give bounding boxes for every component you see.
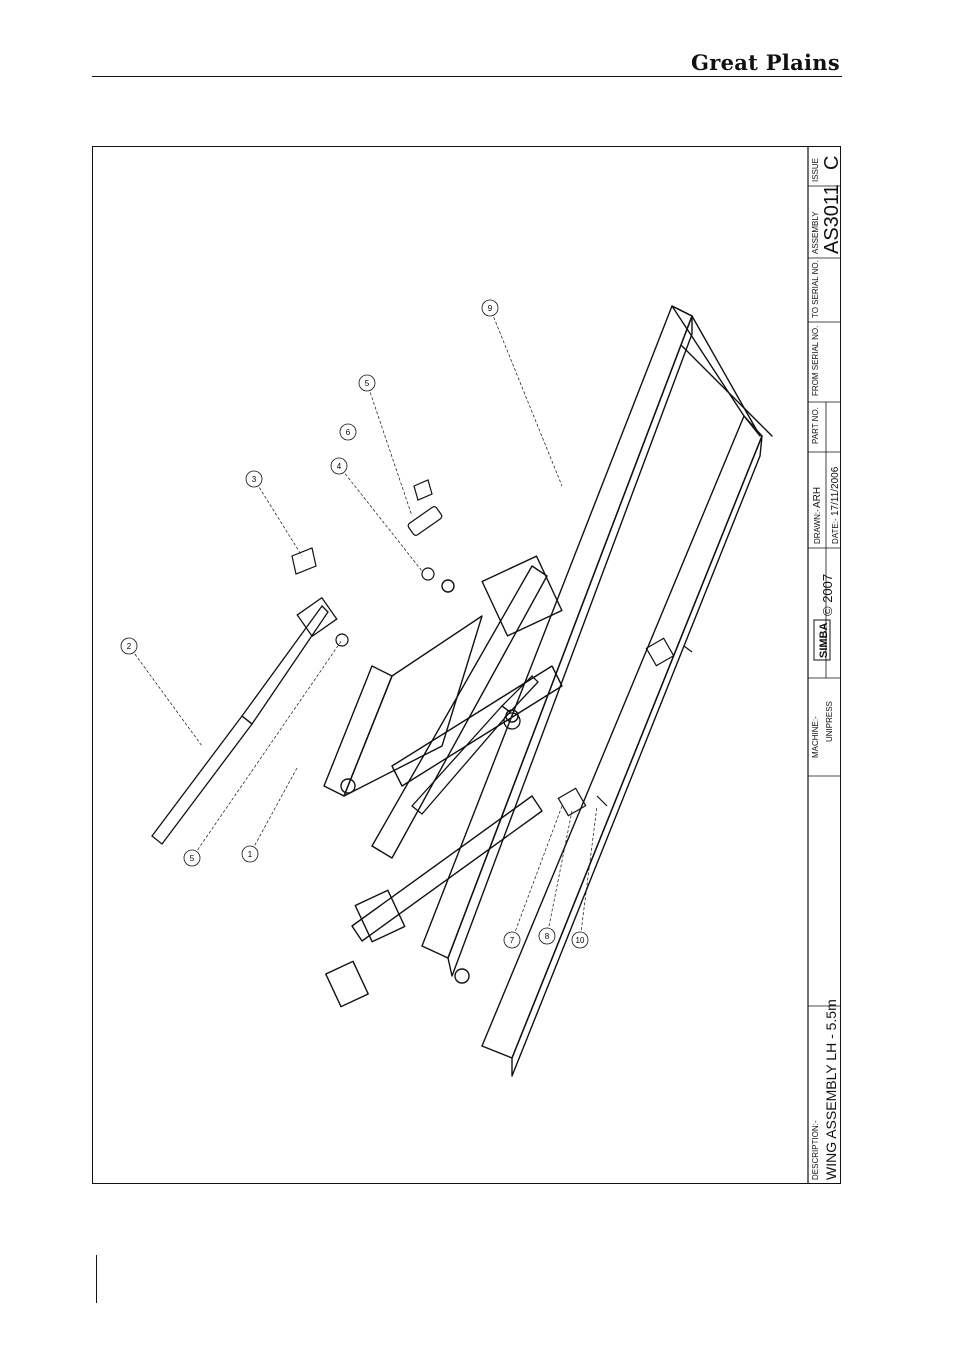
svg-text:8: 8: [545, 932, 550, 941]
svg-text:9: 9: [488, 304, 493, 313]
assembly-drawing: DESCRIPTION:- WING ASSEMBLY LH - 5.5m MA…: [92, 146, 841, 1184]
part-no-label: PART NO.: [811, 407, 820, 444]
footer-rule: [96, 1255, 97, 1303]
svg-text:1: 1: [248, 850, 253, 859]
svg-text:3: 3: [252, 475, 257, 484]
description-value: WING ASSEMBLY LH - 5.5m: [823, 999, 839, 1180]
drawn-label: DRAWN:-: [813, 509, 822, 544]
callout-5: 5: [359, 375, 375, 391]
title-block: DESCRIPTION:- WING ASSEMBLY LH - 5.5m MA…: [808, 146, 841, 1184]
svg-text:SIMBA: SIMBA: [818, 623, 830, 659]
callout-5b: 5: [184, 850, 200, 866]
assembly-label: ASSEMBLY: [811, 211, 820, 254]
issue-value: C: [821, 156, 841, 170]
callout-8: 8: [539, 928, 555, 944]
simba-logo: SIMBA: [814, 620, 830, 660]
callout-9: 9: [482, 300, 498, 316]
machine-label: MACHINE:-: [811, 716, 820, 758]
description-label: DESCRIPTION:-: [811, 1120, 820, 1180]
brand-logo: Great Plains: [691, 50, 840, 75]
callout-2: 2: [121, 638, 137, 654]
callout-6: 6: [340, 424, 356, 440]
assembly-value: AS3011: [821, 184, 841, 254]
callout-3: 3: [246, 471, 262, 487]
wing-frame: [324, 306, 772, 1076]
date-label: DATE:-: [831, 518, 840, 544]
drawn-value: ARH: [812, 487, 823, 508]
svg-text:5: 5: [190, 854, 195, 863]
callout-bubbles: 2 3 4 6 5 5 1 9 7 8 10: [121, 300, 588, 948]
issue-label: ISSUE: [811, 158, 820, 182]
header-rule: [92, 76, 842, 77]
svg-text:2: 2: [127, 642, 132, 651]
svg-text:6: 6: [346, 428, 351, 437]
callout-7: 7: [504, 932, 520, 948]
callout-1: 1: [242, 846, 258, 862]
copyright: © 2007: [820, 574, 835, 616]
callout-leaders: [129, 308, 597, 940]
svg-text:4: 4: [337, 462, 342, 471]
to-serial-label: TO SERIAL NO.: [811, 260, 820, 318]
callout-4: 4: [331, 458, 347, 474]
svg-text:5: 5: [365, 379, 370, 388]
callout-10: 10: [572, 932, 588, 948]
svg-text:7: 7: [510, 936, 515, 945]
from-serial-label: FROM SERIAL NO.: [811, 326, 820, 396]
date-value: 17/11/2006: [830, 466, 841, 516]
svg-text:10: 10: [576, 936, 585, 945]
machine-value: UNIPRESS: [825, 701, 834, 742]
